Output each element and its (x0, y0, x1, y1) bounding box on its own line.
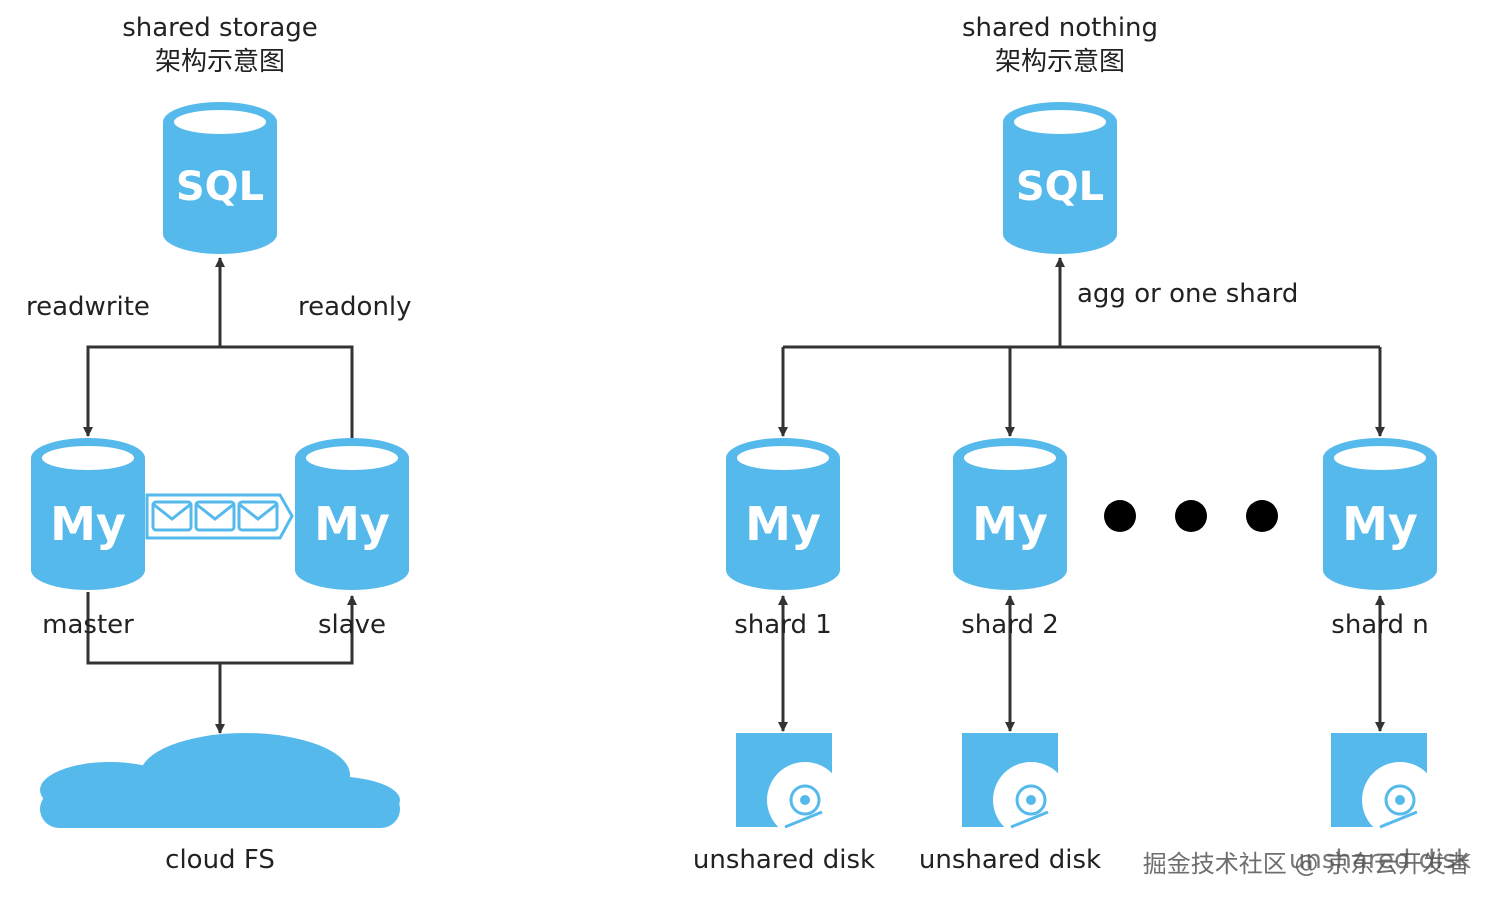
slave-label: slave (318, 610, 386, 640)
master-label: master (42, 610, 134, 640)
left-title-line1: shared storage (122, 13, 318, 43)
slave-db-text: My (314, 497, 390, 551)
right-title-line1: shared nothing (962, 13, 1158, 43)
left-connectors (83, 257, 357, 734)
shard-1-label: shard 1 (734, 610, 832, 640)
watermark-text: 掘金技术社区 @ 京东云开发者 (1143, 850, 1470, 878)
agg-label: agg or one shard (1077, 279, 1298, 309)
right-sql-database-icon: SQL (1003, 102, 1117, 254)
shard-1-disk-label: unshared disk (693, 845, 875, 875)
shard-n-disk-icon (1331, 733, 1438, 838)
right-sql-db-text: SQL (1016, 164, 1104, 210)
shard-2-label: shard 2 (961, 610, 1059, 640)
slave-database-icon: My (295, 438, 409, 590)
right-connectors (778, 257, 1385, 732)
master-database-icon: My (31, 438, 145, 590)
shard-1-db-text: My (745, 497, 821, 551)
master-db-text: My (50, 497, 126, 551)
shard-1-database-icon: My (726, 438, 840, 590)
left-sql-database-icon: SQL (163, 102, 277, 254)
left-sql-db-text: SQL (176, 164, 264, 210)
shard-n-db-text: My (1342, 497, 1418, 551)
shard-2-database-icon: My (953, 438, 1067, 590)
shard-n-database-icon: My (1323, 438, 1437, 590)
right-title-line2: 架构示意图 (995, 47, 1125, 77)
left-title-line2: 架构示意图 (155, 47, 285, 77)
shard-1-disk-icon (736, 733, 843, 838)
shard-2-db-text: My (972, 497, 1048, 551)
shard-2-disk-icon (962, 733, 1069, 838)
readonly-label: readonly (298, 292, 412, 322)
cloud-icon (40, 733, 400, 828)
shard-n-disk-label: unshared disk (1289, 845, 1471, 875)
shard-n-label: shard n (1331, 610, 1428, 640)
shard-2-disk-label: unshared disk (919, 845, 1101, 875)
ellipsis-dots (1104, 500, 1278, 532)
message-queue-icon (145, 493, 294, 540)
readwrite-label: readwrite (26, 292, 150, 322)
cloud-fs-label: cloud FS (165, 845, 275, 875)
